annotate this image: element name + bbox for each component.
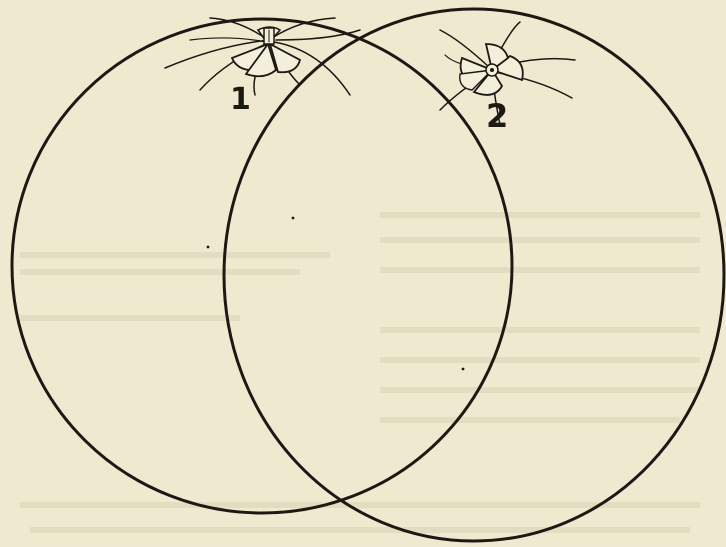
flower-2-label: 2	[486, 100, 508, 132]
speck	[207, 246, 210, 249]
circle-1	[12, 19, 512, 513]
background-texture	[20, 215, 700, 530]
speck	[462, 368, 465, 371]
speck	[292, 217, 295, 220]
flower-1-label: 1	[230, 85, 251, 115]
